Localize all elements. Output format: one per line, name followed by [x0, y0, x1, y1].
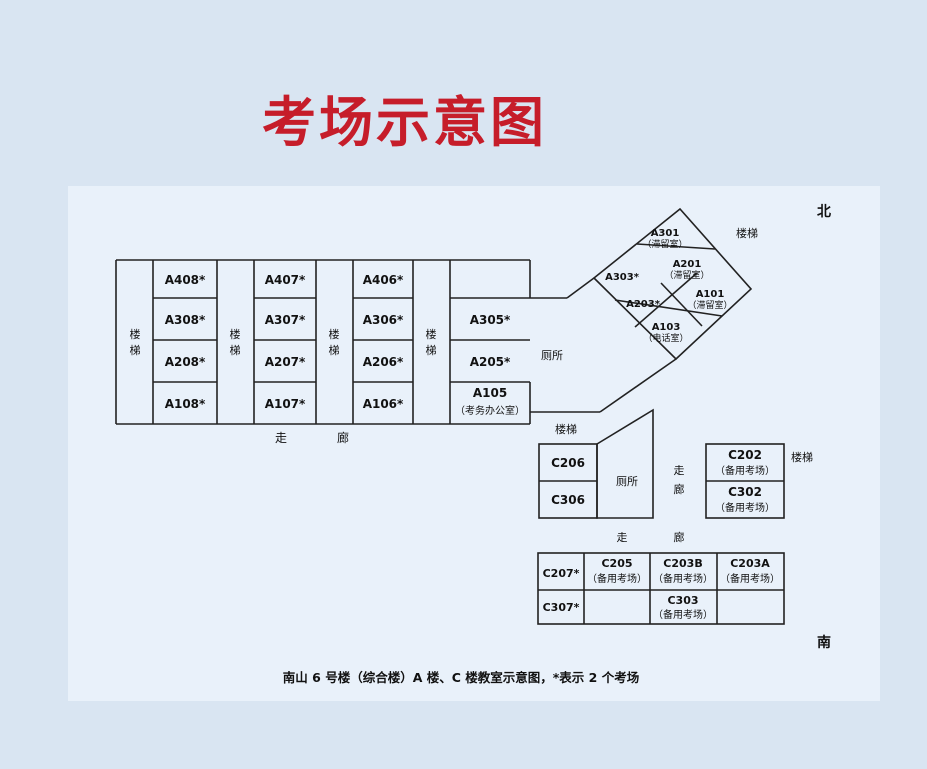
a-east-wing-outline	[592, 207, 753, 361]
compass-south-label: 南	[817, 634, 831, 651]
c-corridor-h-label-1: 走	[617, 531, 628, 544]
room-a101-note: （滞留室）	[687, 299, 732, 311]
room-c306: C306	[551, 493, 585, 507]
room-a407: A407*	[265, 273, 306, 287]
page-title: 考场示意图	[262, 91, 547, 154]
room-a301-note: （滞留室）	[642, 238, 687, 250]
room-a101: A101	[696, 289, 725, 300]
c-north-block-outline	[538, 408, 785, 519]
room-a205: A205*	[470, 355, 511, 369]
room-c202: C202	[728, 448, 762, 462]
room-a201: A201	[673, 259, 702, 270]
c-north-stairs-right-label: 楼梯	[791, 450, 813, 464]
room-a208: A208*	[165, 355, 206, 369]
room-a305: A305*	[470, 313, 511, 327]
stairs-2-label-bottom: 梯	[230, 344, 241, 357]
room-c202-note: （备用考场）	[715, 464, 775, 477]
room-a308: A308*	[165, 313, 206, 327]
room-a206: A206*	[363, 355, 404, 369]
stairs-1-label-bottom: 梯	[130, 344, 141, 357]
a-east-stairs-label: 楼梯	[736, 226, 758, 240]
a-toilet-label: 厕所	[541, 349, 563, 362]
a-corridor-label-2: 廊	[337, 430, 349, 445]
room-a207: A207*	[265, 355, 306, 369]
room-c302-note: （备用考场）	[715, 501, 775, 514]
room-a107: A107*	[265, 397, 306, 411]
room-a203: A203*	[626, 299, 661, 310]
room-c203a: C203A	[730, 557, 770, 570]
compass-north-label: 北	[817, 204, 831, 220]
room-c205-note: （备用考场）	[587, 572, 647, 585]
floor-plan: 楼 梯 楼 梯 楼 梯 楼 梯 A408* A308* A208* A108* …	[115, 204, 831, 685]
stairs-2-label-top: 楼	[230, 327, 241, 341]
room-c203a-note: （备用考场）	[720, 572, 780, 585]
c-north-stairs-left-label: 楼梯	[555, 422, 577, 436]
room-a408: A408*	[165, 273, 206, 287]
stairs-4-label-top: 楼	[426, 327, 437, 341]
room-a108: A108*	[165, 397, 206, 411]
c-corridor-h-label-2: 廊	[674, 530, 685, 544]
room-a307: A307*	[265, 313, 306, 327]
room-a301: A301	[651, 228, 680, 239]
stairs-3-label-bottom: 梯	[329, 344, 340, 357]
room-a303: A303*	[605, 272, 640, 283]
room-a105: A105	[473, 386, 507, 400]
c-corridor-v-label-1: 走	[674, 464, 685, 477]
room-c303-note: （备用考场）	[653, 608, 713, 621]
diagram-caption: 南山 6 号楼（综合楼）A 楼、C 楼教室示意图，*表示 2 个考场	[283, 670, 639, 685]
stairs-1-label-top: 楼	[130, 327, 141, 341]
stairs-4-label-bottom: 梯	[426, 344, 437, 357]
room-c206: C206	[551, 456, 585, 470]
room-a105-note: （考务办公室）	[455, 404, 525, 417]
a-west-wing-outline	[115, 259, 677, 425]
c-south-block-outline	[537, 552, 785, 625]
room-c203b-note: （备用考场）	[653, 572, 713, 585]
a-corridor-label-1: 走	[275, 431, 287, 445]
c-corridor-v-label-2: 廊	[674, 482, 685, 496]
room-a103: A103	[652, 322, 681, 333]
room-c203b: C203B	[663, 557, 702, 570]
room-a306: A306*	[363, 313, 404, 327]
room-c303: C303	[667, 594, 698, 607]
room-a201-note: （滞留室）	[664, 269, 709, 281]
c-toilet-label: 厕所	[616, 475, 638, 488]
room-a103-note: （电话室）	[643, 332, 688, 344]
stairs-3-label-top: 楼	[329, 327, 340, 341]
room-c207: C207*	[543, 567, 580, 580]
room-a406: A406*	[363, 273, 404, 287]
room-c302: C302	[728, 485, 762, 499]
room-c307: C307*	[543, 601, 580, 614]
room-a106: A106*	[363, 397, 404, 411]
room-c205: C205	[601, 557, 632, 570]
